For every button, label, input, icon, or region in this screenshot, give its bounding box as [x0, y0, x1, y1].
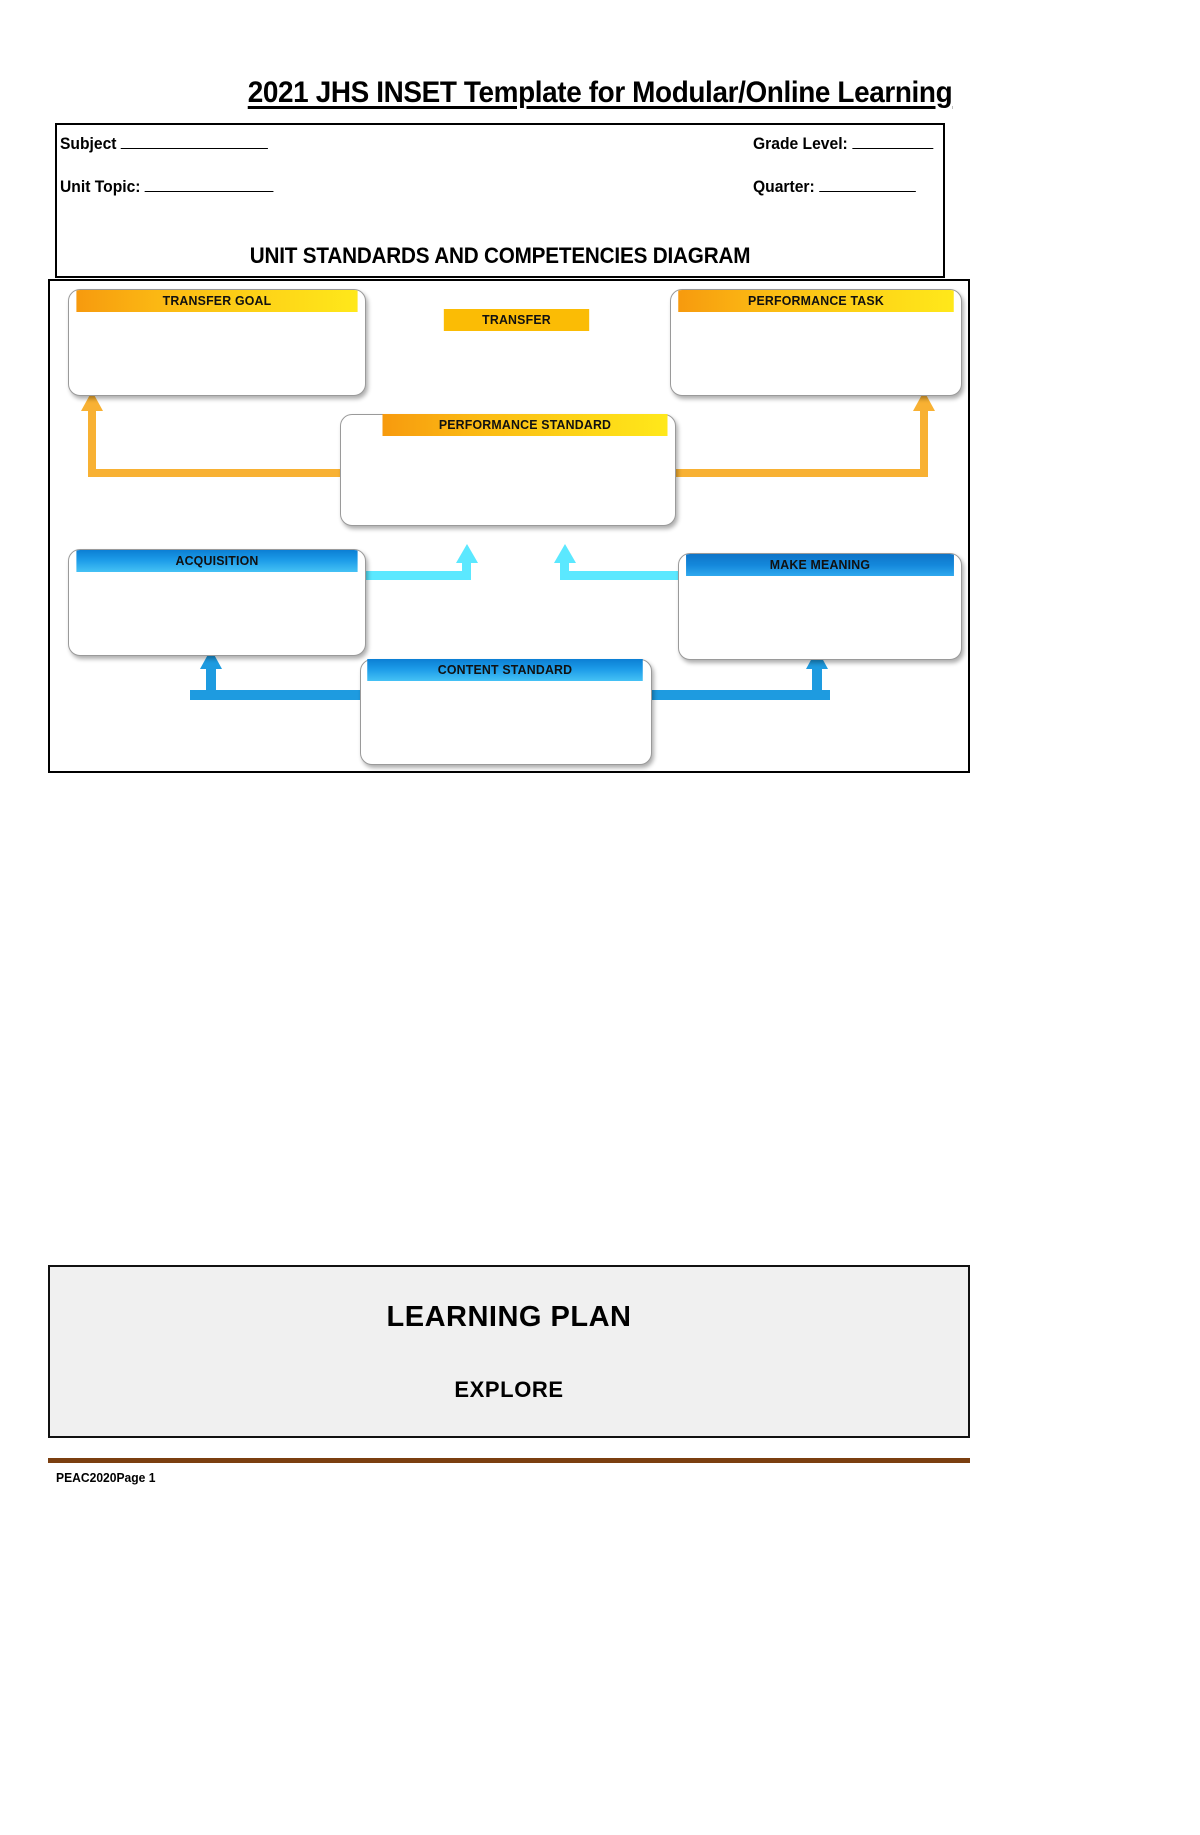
orange-arrow-left	[81, 391, 103, 411]
quarter-input-line[interactable]	[819, 177, 916, 192]
learning-plan-subtitle: EXPLORE	[454, 1377, 564, 1402]
node-content-standard-content[interactable]	[369, 688, 643, 758]
node-acquisition[interactable]: ACQUISITION	[68, 549, 366, 656]
blue-connector-right-vertical	[812, 667, 822, 697]
quarter-label: Quarter:	[753, 177, 815, 196]
blue-connector-right-horizontal	[650, 690, 830, 700]
learning-plan-title: LEARNING PLAN	[386, 1301, 632, 1333]
grade-level-label: Grade Level:	[753, 134, 848, 153]
cyan-connector-left-vertical	[462, 561, 471, 579]
subject-input-line[interactable]	[120, 134, 269, 149]
node-transfer-goal-content[interactable]	[77, 316, 357, 389]
node-performance-task-content[interactable]	[679, 316, 953, 389]
node-acquisition-content[interactable]	[77, 576, 357, 649]
node-performance-standard-content[interactable]	[349, 443, 667, 519]
node-make-meaning-content[interactable]	[687, 580, 953, 653]
subject-label: Subject	[60, 134, 117, 153]
node-transfer-label: TRANSFER	[443, 309, 590, 331]
cyan-connector-right-horizontal	[560, 571, 678, 580]
orange-connector-left-vertical	[88, 409, 96, 473]
blue-connector-left-horizontal	[190, 690, 370, 700]
grade-level-input-line[interactable]	[852, 134, 934, 149]
node-transfer-goal[interactable]: TRANSFER GOAL	[68, 289, 366, 396]
node-transfer-goal-label: TRANSFER GOAL	[76, 290, 358, 312]
node-make-meaning-label: MAKE MEANING	[686, 554, 954, 576]
node-performance-standard-label: PERFORMANCE STANDARD	[382, 414, 668, 436]
unit-standards-diagram: TRANSFER GOAL TRANSFER PERFORMANCE TASK …	[48, 279, 970, 773]
node-performance-task[interactable]: PERFORMANCE TASK	[670, 289, 962, 396]
orange-connector-right-vertical	[920, 409, 928, 473]
cyan-connector-left-horizontal	[355, 571, 471, 580]
blue-connector-left-vertical	[206, 667, 216, 697]
orange-arrow-right	[913, 391, 935, 411]
page-title: 2021 JHS INSET Template for Modular/Onli…	[247, 76, 953, 109]
node-acquisition-label: ACQUISITION	[76, 550, 358, 572]
learning-plan-panel: LEARNING PLAN EXPLORE	[48, 1265, 970, 1438]
diagram-heading: UNIT STANDARDS AND COMPETENCIES DIAGRAM	[249, 243, 751, 268]
unit-topic-field[interactable]: Unit Topic:	[60, 177, 274, 197]
subject-field[interactable]: Subject	[60, 134, 269, 154]
orange-connector-right-horizontal	[658, 469, 928, 477]
orange-connector-left-horizontal	[88, 469, 363, 477]
node-performance-task-label: PERFORMANCE TASK	[678, 290, 954, 312]
cyan-arrow-right	[554, 544, 576, 563]
cyan-arrow-left	[456, 544, 478, 563]
footer-text: PEAC2020Page 1	[56, 1470, 156, 1485]
quarter-field[interactable]: Quarter:	[753, 177, 916, 197]
unit-topic-label: Unit Topic:	[60, 177, 141, 196]
node-content-standard-label: CONTENT STANDARD	[367, 659, 643, 681]
unit-topic-input-line[interactable]	[144, 177, 274, 192]
grade-level-field[interactable]: Grade Level:	[753, 134, 934, 154]
node-make-meaning[interactable]: MAKE MEANING	[678, 553, 962, 660]
footer-rule	[48, 1458, 970, 1463]
cyan-connector-right-vertical	[560, 561, 569, 579]
